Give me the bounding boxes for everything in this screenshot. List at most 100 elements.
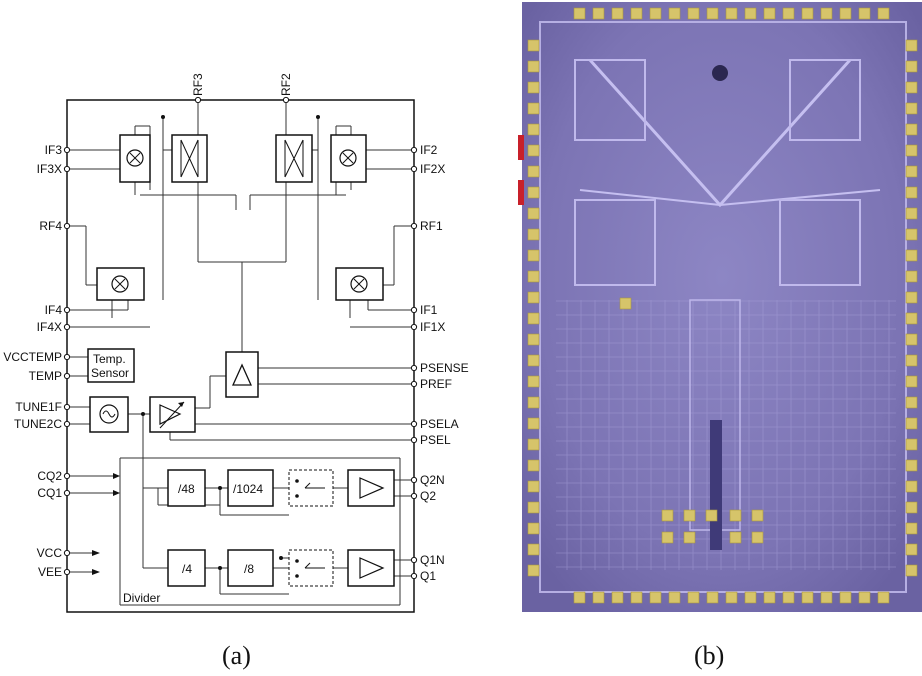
caption-a: (a) <box>222 641 251 670</box>
bond-pad <box>905 291 918 304</box>
bond-pad <box>683 531 696 544</box>
bond-pad <box>905 102 918 115</box>
temp-sensor-label-line1: Temp. <box>93 352 126 366</box>
rf-switch-left <box>171 134 208 183</box>
bond-pad <box>905 144 918 157</box>
bond-pad <box>751 531 764 544</box>
pin-terminal <box>410 146 418 154</box>
bond-pad <box>801 7 814 20</box>
bond-pad <box>905 333 918 346</box>
power-detector-block <box>225 351 259 398</box>
bond-pad <box>611 591 624 604</box>
bond-pad <box>763 591 776 604</box>
pin-terminal <box>410 380 418 388</box>
bond-pad <box>905 165 918 178</box>
bond-pad <box>725 591 738 604</box>
pin-terminal <box>63 222 71 230</box>
bond-pad <box>744 591 757 604</box>
bond-pad <box>527 81 540 94</box>
bond-pad <box>905 81 918 94</box>
bond-pad <box>905 543 918 556</box>
bond-pad <box>527 459 540 472</box>
pin-terminal <box>410 492 418 500</box>
pin-terminal <box>63 372 71 380</box>
pin-label-cq2: CQ2 <box>37 469 62 483</box>
bond-pad <box>527 165 540 178</box>
pin-label-rf1: RF1 <box>420 219 443 233</box>
caption-b: (b) <box>694 641 724 670</box>
output-buffer-q1 <box>347 549 395 587</box>
bond-pad <box>763 7 776 20</box>
bond-pad <box>527 39 540 52</box>
pin-terminal <box>410 306 418 314</box>
divider-1024-block <box>227 469 274 507</box>
pin-label-if4: IF4 <box>45 303 63 317</box>
bond-pad <box>858 7 871 20</box>
pin-label-if3: IF3 <box>45 143 63 157</box>
pin-terminal <box>63 306 71 314</box>
bond-pad <box>573 591 586 604</box>
pin-label-pref: PREF <box>420 377 452 391</box>
pin-terminal <box>410 436 418 444</box>
pin-terminal <box>410 323 418 331</box>
bond-pad <box>839 7 852 20</box>
bond-pad <box>668 591 681 604</box>
bond-pad <box>661 509 674 522</box>
bond-pad <box>801 591 814 604</box>
pin-terminal <box>63 472 71 480</box>
pin-terminal <box>410 364 418 372</box>
pin-terminal <box>63 568 71 576</box>
pin-label-tune2c: TUNE2C <box>14 417 62 431</box>
pin-terminal <box>410 165 418 173</box>
mixer-if2 <box>330 134 367 183</box>
pin-label-rf4: RF4 <box>39 219 62 233</box>
bond-pad <box>527 438 540 451</box>
pin-terminal <box>410 476 418 484</box>
bond-pad <box>527 123 540 136</box>
pin-terminal <box>282 96 290 104</box>
bond-pad <box>592 7 605 20</box>
divider-48-block <box>167 469 206 507</box>
bond-pad <box>527 417 540 430</box>
rf-switch-right <box>275 134 313 183</box>
bond-pad <box>905 564 918 577</box>
mixer-if4 <box>96 267 145 301</box>
bond-pad <box>820 591 833 604</box>
internal-wiring <box>67 100 414 606</box>
output-buffer-q2 <box>347 469 395 507</box>
bond-pad <box>905 375 918 388</box>
oscillator-block <box>89 396 129 433</box>
bond-pad <box>687 591 700 604</box>
pin-label-if4x: IF4X <box>37 320 62 334</box>
pin-terminal <box>410 572 418 580</box>
die-photo <box>518 2 922 612</box>
pin-terminal <box>410 420 418 428</box>
mixer-if1 <box>335 267 384 301</box>
bond-pad <box>527 354 540 367</box>
bond-pad <box>905 270 918 283</box>
pin-label-vcc: VCC <box>37 546 63 560</box>
bond-pad <box>592 591 605 604</box>
bond-pad <box>744 7 757 20</box>
bond-pad <box>729 509 742 522</box>
bond-pad <box>905 228 918 241</box>
bond-pad <box>905 60 918 73</box>
pin-label-if2x: IF2X <box>420 162 445 176</box>
temp-sensor-block <box>87 348 135 383</box>
bond-pad <box>905 39 918 52</box>
pin-label-q2n: Q2N <box>420 473 445 487</box>
bond-pad <box>527 543 540 556</box>
bond-pad <box>905 249 918 262</box>
pin-label-vcctemp: VCCTEMP <box>3 350 62 364</box>
bond-pad <box>725 7 738 20</box>
bond-pad <box>905 438 918 451</box>
bond-pad <box>729 531 742 544</box>
bond-pad <box>527 291 540 304</box>
divider-8-label: /8 <box>244 562 254 576</box>
bond-pad <box>905 459 918 472</box>
pin-label-cq1: CQ1 <box>37 486 62 500</box>
bond-pad <box>905 417 918 430</box>
pin-label-vee: VEE <box>38 565 62 579</box>
bond-pad <box>527 522 540 535</box>
